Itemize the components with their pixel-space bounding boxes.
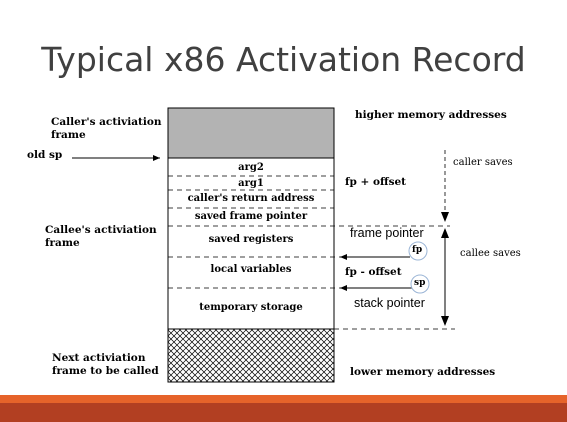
caller-frame-block xyxy=(167,107,335,159)
next-frame-block xyxy=(167,328,335,383)
footer-accent-bar xyxy=(0,395,567,403)
caller-frame-label: Caller's activiation frame xyxy=(51,116,162,141)
fp-tag: fp xyxy=(412,245,423,255)
sp-tag: sp xyxy=(414,278,426,288)
callee-frame-label: Callee's activiation frame xyxy=(45,224,157,249)
callee-saves-label: callee saves xyxy=(460,248,521,259)
fp-minus-offset-label: fp - offset xyxy=(345,266,402,278)
cell-saved-frame-pointer: saved frame pointer xyxy=(194,211,308,222)
cell-saved-registers: saved registers xyxy=(208,234,294,245)
caller-saves-label: caller saves xyxy=(453,157,513,168)
cell-arg2: arg2 xyxy=(238,162,264,173)
cell-local-variables: local variables xyxy=(210,264,292,275)
sp-circle xyxy=(410,274,430,294)
old-sp-label: old sp xyxy=(27,149,63,161)
callee-frame-block xyxy=(167,157,335,330)
footer-bar xyxy=(0,403,567,422)
slide-title: Typical x86 Activation Record xyxy=(41,40,526,79)
cell-temporary-storage: temporary storage xyxy=(199,302,303,313)
frame-pointer-label: frame pointer xyxy=(350,226,424,240)
stack-pointer-label: stack pointer xyxy=(354,296,425,310)
cell-arg1: arg1 xyxy=(238,178,264,189)
lower-memory-label: lower memory addresses xyxy=(350,366,496,378)
cell-return-address: caller's return address xyxy=(187,193,315,204)
higher-memory-label: higher memory addresses xyxy=(355,109,507,121)
fp-circle xyxy=(408,241,428,261)
fp-plus-offset-label: fp + offset xyxy=(345,176,407,188)
next-frame-label: Next activiation frame to be called xyxy=(52,352,159,377)
